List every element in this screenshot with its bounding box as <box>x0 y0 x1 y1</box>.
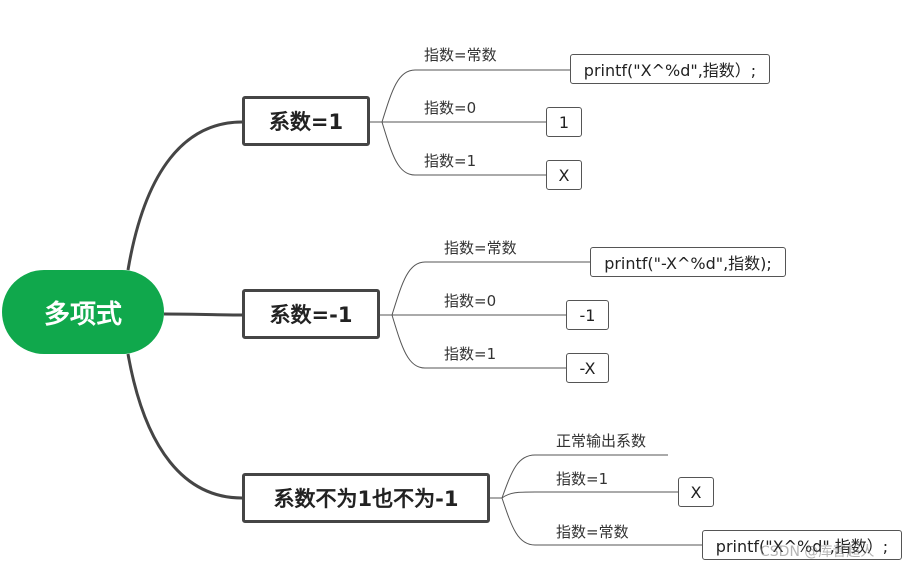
b2-value-neg1: -1 <box>566 300 609 330</box>
b1-value-printf: printf("X^%d",指数）; <box>570 54 770 84</box>
b3-value-x: X <box>678 477 714 507</box>
b2-c1 <box>391 261 590 316</box>
b2-c3 <box>391 314 566 369</box>
b1-value-1: 1 <box>546 107 582 137</box>
b3-c3 <box>501 497 702 546</box>
branch-coef-1: 系数=1 <box>242 96 370 146</box>
b1-label-exp-0: 指数=0 <box>424 99 477 117</box>
b1-c3 <box>381 121 546 176</box>
root-branch1-connector <box>126 120 243 271</box>
branch-coef-neg1: 系数=-1 <box>242 289 380 339</box>
b3-label-normal: 正常输出系数 <box>556 432 647 450</box>
b3-value-printf: printf("X^%d",指数）; <box>702 530 902 560</box>
watermark-text: CSDN @库昔超人 <box>760 544 875 560</box>
root-node: 多项式 <box>2 270 164 354</box>
b3-label-exp-1: 指数=1 <box>556 470 609 488</box>
b3-c1 <box>501 454 668 499</box>
b1-c1 <box>381 69 570 123</box>
b2-label-exp-0: 指数=0 <box>444 292 497 310</box>
b2-value-printf: printf("-X^%d",指数); <box>590 247 786 277</box>
b2-value-negx: -X <box>566 353 609 383</box>
b1-value-x: X <box>546 160 582 190</box>
b2-label-exp-const: 指数=常数 <box>444 239 517 257</box>
b2-label-exp-1: 指数=1 <box>444 345 497 363</box>
root-branch2-connector <box>163 312 243 317</box>
b3-c2 <box>501 491 678 499</box>
root-branch3-connector <box>126 353 243 500</box>
b3-label-exp-const: 指数=常数 <box>556 523 629 541</box>
branch-coef-other: 系数不为1也不为-1 <box>242 473 490 523</box>
b1-label-exp-1: 指数=1 <box>424 152 477 170</box>
b1-label-exp-const: 指数=常数 <box>424 46 497 64</box>
